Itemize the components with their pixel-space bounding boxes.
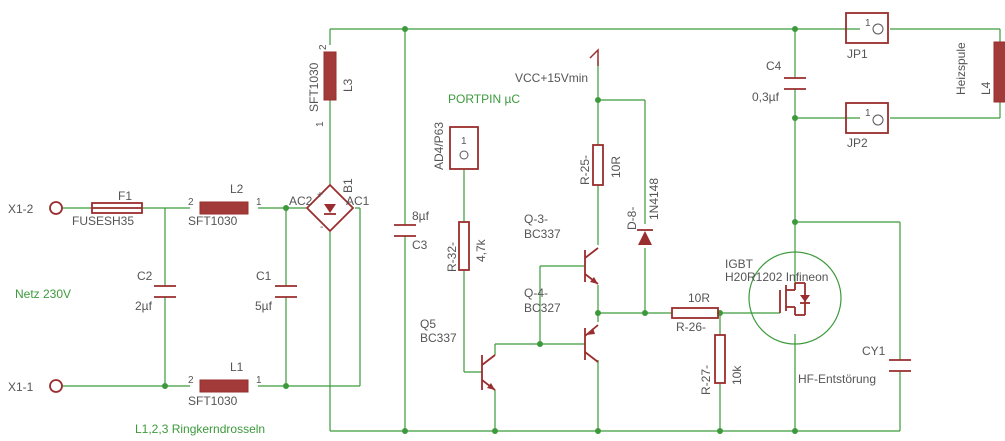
svg-text:B1: B1 bbox=[341, 178, 355, 193]
svg-text:1N4148: 1N4148 bbox=[647, 178, 661, 220]
inductor-l1: 2 1 L1 SFT1030 bbox=[188, 360, 262, 408]
svg-text:8µf: 8µf bbox=[412, 209, 430, 223]
svg-text:10R: 10R bbox=[688, 291, 710, 305]
svg-text:SFT1030: SFT1030 bbox=[307, 62, 321, 112]
netz-label: Netz 230V bbox=[15, 287, 71, 301]
svg-text:Heizspule: Heizspule bbox=[954, 42, 968, 95]
svg-text:1: 1 bbox=[315, 121, 326, 127]
svg-text:JP2: JP2 bbox=[847, 136, 868, 150]
svg-text:10R: 10R bbox=[609, 156, 623, 178]
svg-text:BC337: BC337 bbox=[420, 331, 457, 345]
svg-text:2: 2 bbox=[188, 197, 194, 208]
svg-text:SFT1030: SFT1030 bbox=[188, 214, 238, 228]
transistor-q4: Q-4- BC327 bbox=[524, 286, 599, 363]
vcc-supply: VCC+15Vmin bbox=[515, 48, 599, 85]
svg-text:X1-1: X1-1 bbox=[8, 380, 34, 394]
svg-text:Q-3-: Q-3- bbox=[524, 212, 548, 226]
svg-text:1: 1 bbox=[865, 18, 871, 29]
svg-text:JP1: JP1 bbox=[847, 47, 868, 61]
fuse-f1: F1 FUSESH35 bbox=[72, 189, 143, 228]
resistor-r25: R-25- 10R bbox=[578, 144, 623, 186]
svg-text:BC337: BC337 bbox=[524, 227, 561, 241]
svg-text:1: 1 bbox=[461, 136, 467, 147]
svg-text:C3: C3 bbox=[412, 238, 428, 252]
svg-text:R-32-: R-32- bbox=[445, 242, 459, 272]
svg-text:PORTPIN µC: PORTPIN µC bbox=[448, 92, 520, 106]
svg-text:2µf: 2µf bbox=[135, 299, 153, 313]
capacitor-c1: C1 5µf bbox=[255, 269, 297, 313]
igbt-transistor: IGBT H20R1202 Infineon bbox=[725, 251, 842, 345]
svg-text:1: 1 bbox=[256, 197, 262, 208]
svg-text:VCC+15Vmin: VCC+15Vmin bbox=[515, 71, 588, 85]
wires bbox=[62, 28, 1001, 432]
capacitor-c4: C4 0,3µf bbox=[752, 59, 806, 104]
svg-text:F1: F1 bbox=[118, 189, 132, 203]
svg-text:AC1: AC1 bbox=[346, 194, 370, 208]
connector-x1-1: X1-1 bbox=[8, 379, 63, 394]
svg-text:X1-2: X1-2 bbox=[8, 202, 34, 216]
diode-d8: D-8- 1N4148 bbox=[625, 178, 661, 245]
svg-text:CY1: CY1 bbox=[862, 344, 886, 358]
bridge-rectifier-b1: + - AC2 AC1 B1 bbox=[289, 178, 370, 233]
jumper-jp1: 1 JP1 bbox=[845, 12, 889, 61]
svg-text:Q-4-: Q-4- bbox=[524, 286, 548, 300]
svg-text:L1: L1 bbox=[230, 360, 244, 374]
svg-text:FUSESH35: FUSESH35 bbox=[72, 214, 134, 228]
svg-text:BC327: BC327 bbox=[524, 301, 561, 315]
inductor-l4-heizspule: Heizspule L4 bbox=[954, 41, 1005, 103]
capacitor-c2: C2 2µf bbox=[135, 269, 176, 313]
svg-text:0,3µf: 0,3µf bbox=[752, 90, 780, 104]
resistor-r27: R-27- 10k bbox=[699, 334, 744, 395]
svg-text:C4: C4 bbox=[766, 59, 782, 73]
transistor-q3: Q-3- BC337 bbox=[524, 212, 599, 285]
jumper-jp2: 1 JP2 bbox=[845, 102, 889, 150]
svg-text:+: + bbox=[317, 190, 323, 201]
svg-text:R-26-: R-26- bbox=[676, 320, 706, 334]
resistor-r26: 10R R-26- bbox=[671, 291, 719, 334]
connector-x1-2: X1-2 bbox=[8, 201, 63, 216]
svg-text:-: - bbox=[320, 222, 323, 233]
svg-text:L2: L2 bbox=[230, 182, 244, 196]
capacitor-cy1: CY1 HF-Entstörung bbox=[798, 344, 911, 386]
transistor-q5: Q5 BC337 bbox=[420, 317, 496, 391]
inductor-l3: 2 1 SFT1030 L3 bbox=[307, 44, 355, 127]
svg-text:SFT1030: SFT1030 bbox=[188, 394, 238, 408]
svg-text:R-25-: R-25- bbox=[578, 155, 592, 185]
inductor-l2: 2 1 L2 SFT1030 bbox=[188, 182, 262, 228]
svg-text:Q5: Q5 bbox=[420, 317, 436, 331]
svg-text:2: 2 bbox=[188, 375, 194, 386]
svg-text:AC2: AC2 bbox=[289, 194, 313, 208]
capacitor-c3: 8µf C3 bbox=[394, 209, 430, 252]
svg-text:4,7k: 4,7k bbox=[474, 238, 488, 262]
svg-text:IGBT: IGBT bbox=[725, 257, 754, 271]
svg-text:H20R1202 Infineon: H20R1202 Infineon bbox=[725, 270, 828, 284]
svg-text:2: 2 bbox=[318, 44, 329, 50]
portpin-connector: 1 PORTPIN µC AD4/P63 bbox=[432, 92, 520, 170]
svg-text:1: 1 bbox=[256, 375, 262, 386]
svg-text:C1: C1 bbox=[256, 269, 272, 283]
svg-text:R-27-: R-27- bbox=[699, 365, 713, 395]
svg-text:C2: C2 bbox=[137, 269, 153, 283]
svg-text:L3: L3 bbox=[341, 78, 355, 92]
resistor-r32: R-32- 4,7k bbox=[445, 221, 488, 272]
svg-text:5µf: 5µf bbox=[255, 299, 273, 313]
svg-text:1: 1 bbox=[865, 108, 871, 119]
ringkern-note: L1,2,3 Ringkerndrosseln bbox=[135, 422, 265, 436]
svg-text:10k: 10k bbox=[730, 365, 744, 385]
svg-text:HF-Entstörung: HF-Entstörung bbox=[798, 372, 876, 386]
svg-text:L4: L4 bbox=[979, 81, 993, 95]
svg-text:AD4/P63: AD4/P63 bbox=[432, 122, 446, 170]
svg-text:D-8-: D-8- bbox=[625, 207, 639, 230]
